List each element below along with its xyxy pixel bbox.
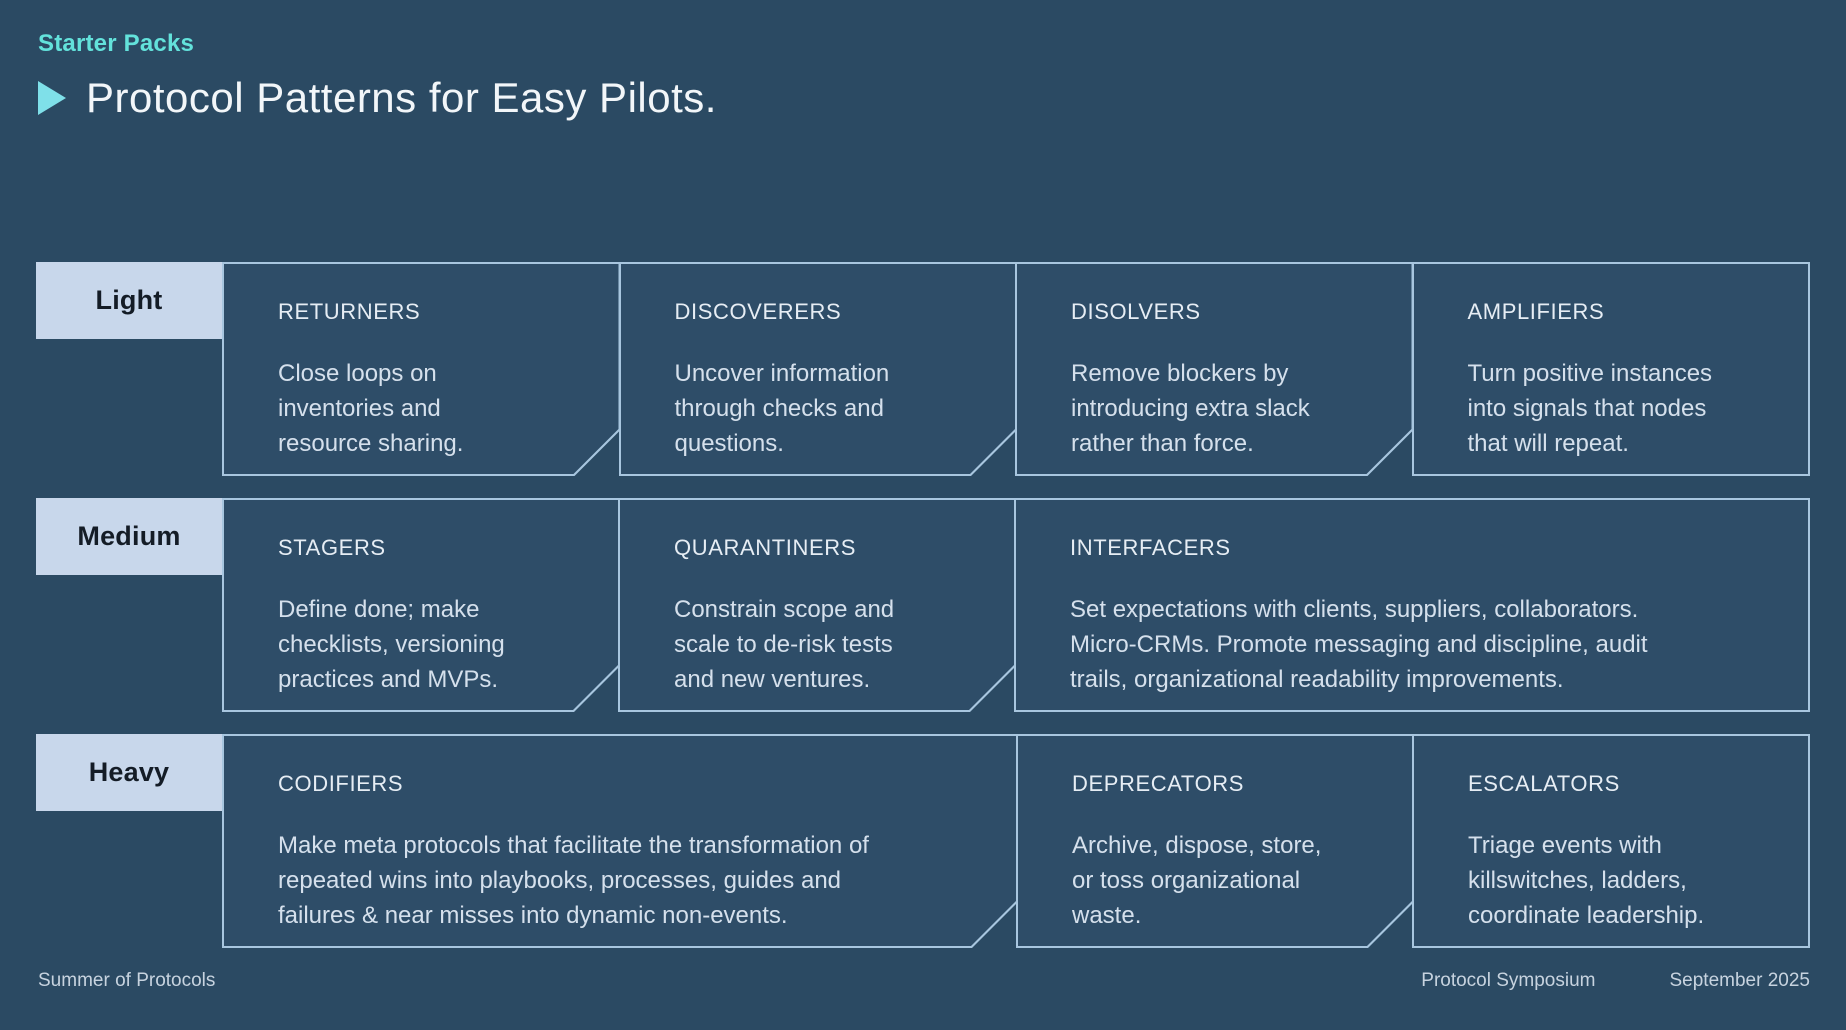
- card-returners: RETURNERS Close loops on inventories and…: [222, 262, 621, 476]
- card-description: Make meta protocols that facilitate the …: [278, 832, 869, 929]
- card-content: DISCOVERERS Uncover information through …: [619, 262, 1018, 461]
- card-description: Uncover information through checks and q…: [674, 360, 890, 457]
- card-content: DISOLVERS Remove blockers by introducing…: [1015, 262, 1414, 461]
- row-label-heavy: Heavy: [36, 734, 222, 811]
- card-interfacers: INTERFACERS Set expectations with client…: [1014, 498, 1810, 712]
- card-title: CODIFIERS: [278, 771, 404, 796]
- card-content: INTERFACERS Set expectations with client…: [1014, 498, 1810, 697]
- card-fill-shape: [620, 500, 1014, 710]
- row-light: Light RETURNERS Close loops on inventori…: [36, 262, 1810, 476]
- card-title: DISCOVERERS: [674, 299, 842, 324]
- card-fill-shape: [224, 500, 618, 710]
- card-fill-shape: [224, 264, 619, 474]
- card-fill-shape: [1017, 264, 1412, 474]
- card-description: Turn positive instances into signals tha…: [1467, 360, 1713, 457]
- card-stagers: STAGERS Define done; make checklists, ve…: [222, 498, 620, 712]
- card-content: ESCALATORS Triage events with killswitch…: [1412, 734, 1810, 933]
- title-row: Protocol Patterns for Easy Pilots.: [38, 74, 717, 122]
- card-description: Constrain scope and scale to de-risk tes…: [674, 596, 895, 693]
- row-medium-cards: STAGERS Define done; make checklists, ve…: [222, 498, 1810, 712]
- card-fill-shape: [621, 264, 1016, 474]
- eyebrow-label: Starter Packs: [38, 30, 195, 57]
- footer-brand: Summer of Protocols: [38, 970, 216, 991]
- row-light-cards: RETURNERS Close loops on inventories and…: [222, 262, 1810, 476]
- card-description: Define done; make checklists, versioning…: [278, 596, 505, 693]
- card-fill-shape: [1414, 736, 1808, 946]
- page-title: Protocol Patterns for Easy Pilots.: [86, 74, 717, 121]
- card-title: STAGERS: [278, 535, 386, 560]
- row-heavy: Heavy CODIFIERS Make meta protocols that…: [36, 734, 1810, 948]
- play-triangle-icon: [38, 81, 66, 115]
- card-fill-shape: [1413, 264, 1808, 474]
- card-disolvers: DISOLVERS Remove blockers by introducing…: [1015, 262, 1414, 476]
- card-content: DEPRECATORS Archive, dispose, store, or …: [1016, 734, 1414, 933]
- card-description: Close loops on inventories and resource …: [278, 360, 464, 457]
- header: Starter Packs Protocol Patterns for Easy…: [38, 30, 717, 122]
- card-fill-shape: [1018, 736, 1412, 946]
- card-title: DEPRECATORS: [1072, 771, 1245, 796]
- card-quarantiners: QUARANTINERS Constrain scope and scale t…: [618, 498, 1016, 712]
- card-deprecators: DEPRECATORS Archive, dispose, store, or …: [1016, 734, 1414, 948]
- card-discoverers: DISCOVERERS Uncover information through …: [619, 262, 1018, 476]
- card-content: RETURNERS Close loops on inventories and…: [222, 262, 621, 461]
- card-description: Triage events with killswitches, ladders…: [1468, 832, 1705, 929]
- card-codifiers: CODIFIERS Make meta protocols that facil…: [222, 734, 1018, 948]
- card-description: Set expectations with clients, suppliers…: [1070, 596, 1648, 693]
- row-label-light: Light: [36, 262, 222, 339]
- card-description: Remove blockers by introducing extra sla…: [1071, 360, 1310, 457]
- card-title: DISOLVERS: [1071, 299, 1201, 324]
- card-amplifiers: AMPLIFIERS Turn positive instances into …: [1411, 262, 1811, 476]
- card-fill-shape: [1016, 500, 1808, 710]
- card-content: AMPLIFIERS Turn positive instances into …: [1412, 262, 1811, 461]
- row-label-medium: Medium: [36, 498, 222, 575]
- card-title: AMPLIFIERS: [1467, 299, 1605, 324]
- footer: Summer of Protocols Protocol Symposium S…: [38, 970, 1810, 992]
- pattern-grid: Light RETURNERS Close loops on inventori…: [36, 262, 1810, 948]
- card-title: INTERFACERS: [1070, 535, 1231, 560]
- footer-right: Protocol Symposium September 2025: [1421, 970, 1810, 992]
- card-content: QUARANTINERS Constrain scope and scale t…: [618, 498, 1016, 697]
- card-escalators: ESCALATORS Triage events with killswitch…: [1412, 734, 1810, 948]
- footer-date: September 2025: [1669, 970, 1811, 991]
- card-title: ESCALATORS: [1468, 771, 1620, 796]
- card-title: RETURNERS: [278, 299, 421, 324]
- row-medium: Medium STAGERS Define done; make checkli…: [36, 498, 1810, 712]
- card-title: QUARANTINERS: [674, 535, 856, 560]
- card-content: STAGERS Define done; make checklists, ve…: [222, 498, 620, 697]
- footer-event: Protocol Symposium: [1421, 970, 1596, 991]
- card-description: Archive, dispose, store, or toss organiz…: [1072, 832, 1322, 929]
- row-heavy-cards: CODIFIERS Make meta protocols that facil…: [222, 734, 1810, 948]
- card-content: CODIFIERS Make meta protocols that facil…: [222, 734, 1018, 933]
- card-fill-shape: [224, 736, 1016, 946]
